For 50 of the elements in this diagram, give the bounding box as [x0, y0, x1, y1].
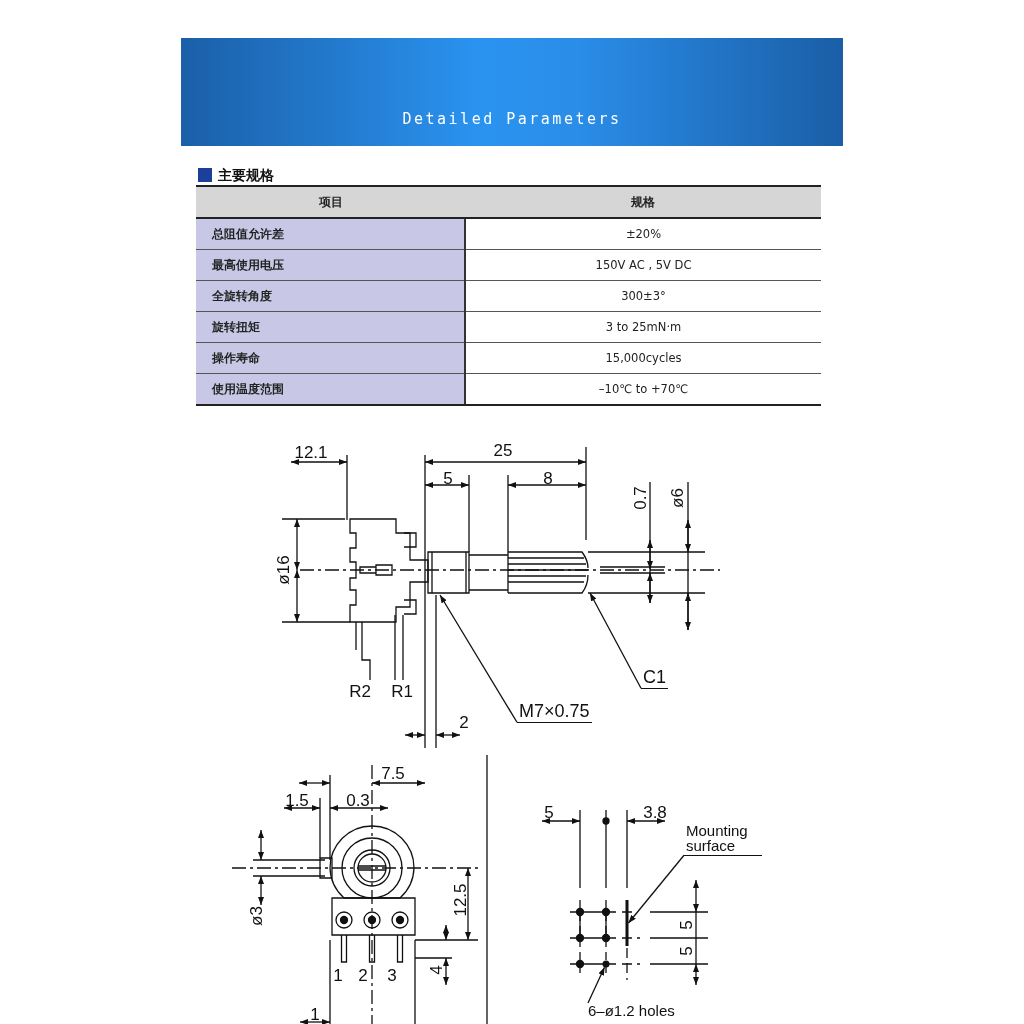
section-heading: 主要规格 [218, 168, 274, 182]
table-cell: 3 to 25mN·m [465, 311, 821, 343]
mounting-hole [602, 960, 610, 968]
dimension-label: 1.5 [285, 791, 309, 809]
callout-text: M7×0.75 [517, 702, 592, 723]
terminal-label: R2 [349, 682, 371, 700]
title: Detailed Parameters [401, 110, 623, 128]
dimension-label: 5 [443, 469, 453, 487]
dimension-label: 7.5 [381, 764, 405, 782]
dimension-label: 2 [459, 713, 469, 731]
table-cell: 全旋转角度 [196, 280, 465, 312]
dimension-label: ø6 [668, 488, 686, 508]
dimension-label: 5 [677, 946, 695, 956]
table-cell: 15,000cycles [465, 342, 821, 374]
table-cell: –10℃ to +70℃ [465, 373, 821, 405]
leader-line [627, 854, 685, 924]
dimension-label: ø16 [274, 555, 292, 585]
callout-text: 6–ø1.2 holes [588, 1003, 675, 1018]
table-cell: 300±3° [465, 280, 821, 312]
dimension-label: 5 [677, 920, 695, 930]
table-header-cell: 项目 [196, 186, 465, 218]
dimension-label: 4 [427, 965, 445, 975]
dimension-label: 5 [544, 803, 554, 821]
dimension-label: 25 [493, 441, 513, 459]
leader-line [587, 966, 606, 1004]
table-cell: 最高使用电压 [196, 249, 465, 281]
pin-number: 2 [358, 966, 368, 984]
dimension-label: 3.8 [643, 803, 667, 821]
dimension-label: 0.7 [631, 486, 649, 510]
terminal-label: R1 [391, 682, 413, 700]
dimension-label: 8 [543, 469, 553, 487]
table-cell: 总阻值允许差 [196, 218, 465, 250]
callout-text: C1 [641, 668, 668, 689]
dimension-label: 1 [310, 1005, 320, 1023]
dimension-label: 12.1 [294, 443, 328, 461]
table-header-cell: 规格 [465, 186, 821, 218]
pin-number: 1 [333, 966, 343, 984]
table-cell: 操作寿命 [196, 342, 465, 374]
table-cell: 150V AC , 5V DC [465, 249, 821, 281]
leader-line [439, 594, 518, 723]
pin-number: 3 [387, 966, 397, 984]
table-cell: ±20% [465, 218, 821, 250]
leader-line [589, 592, 642, 689]
mounting-surface-line [625, 900, 629, 946]
dimension-label: 0.3 [346, 791, 370, 809]
table-cell: 旋转扭矩 [196, 311, 465, 343]
dimension-label: ø3 [247, 906, 265, 926]
callout-text: Mounting surface [684, 823, 762, 856]
table-cell: 使用温度范围 [196, 373, 465, 405]
dimension-label: 12.5 [451, 883, 469, 917]
